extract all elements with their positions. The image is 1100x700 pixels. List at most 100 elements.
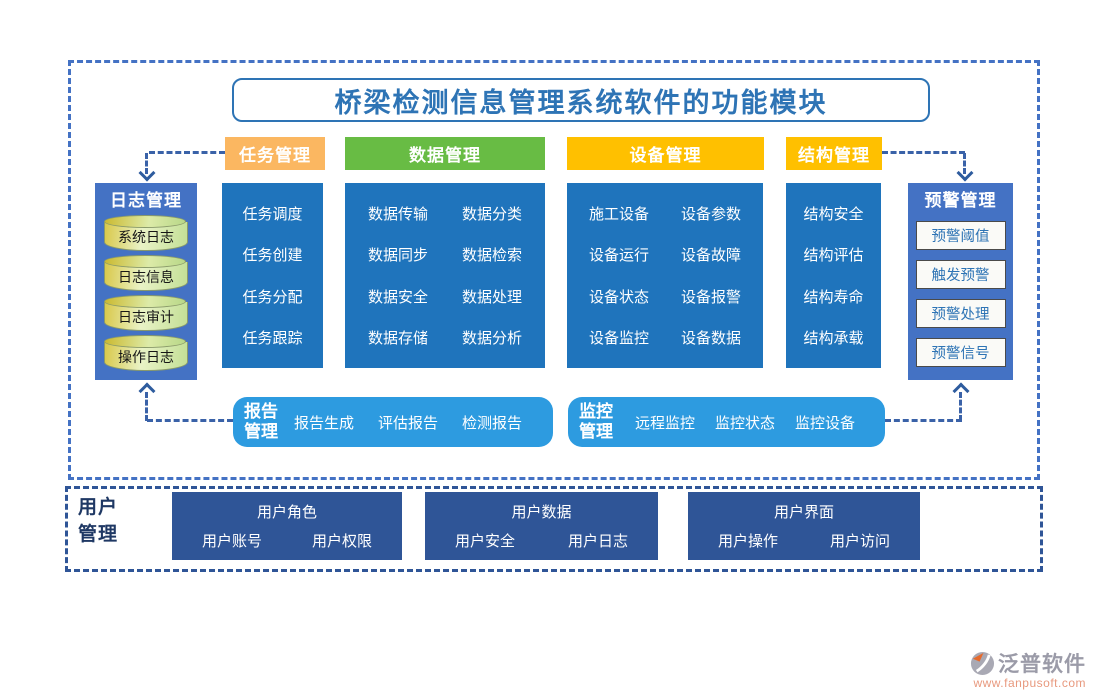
report-bar-label-line2: 管理 xyxy=(244,422,278,441)
module-row: 设备状态 设备报警 xyxy=(567,286,763,307)
module-item: 结构寿命 xyxy=(803,288,864,306)
alert-panel-title: 预警管理 xyxy=(924,191,997,210)
module-item: 结构承载 xyxy=(803,329,864,347)
diagram-title: 桥梁检测信息管理系统软件的功能模块 xyxy=(232,78,930,122)
user-role-box: 用户角色 用户账号 用户权限 xyxy=(172,492,402,560)
connector-monitor-to-alert-rise xyxy=(959,392,962,421)
database-cylinder-icon: 日志审计 xyxy=(104,295,188,331)
module-row: 数据传输 数据分类 xyxy=(345,203,545,224)
vendor-logo: 泛普软件 www.fanpusoft.com xyxy=(970,648,1086,690)
alert-management-panel: 预警管理 预警阈值 触发预警 预警处理 预警信号 xyxy=(908,183,1013,380)
header-data-management: 数据管理 xyxy=(345,137,545,170)
module-item: 任务分配 xyxy=(242,288,303,306)
log-item: 日志审计 xyxy=(118,309,174,325)
module-item: 任务跟踪 xyxy=(242,329,303,347)
database-cylinder-icon: 日志信息 xyxy=(104,255,188,291)
module-item: 监控状态 xyxy=(715,414,776,432)
module-item: 评估报告 xyxy=(378,414,439,432)
structure-management-box: 结构安全 结构评估 结构寿命 结构承载 xyxy=(786,183,881,368)
monitor-management-bar: 监控 管理 远程监控 监控状态 监控设备 xyxy=(568,397,885,447)
modules-dashed-frame xyxy=(68,60,1040,480)
fanpu-logo-icon xyxy=(970,651,995,675)
connector-report-to-log xyxy=(147,419,233,422)
module-row: 数据存储 数据分析 xyxy=(345,327,545,348)
monitor-bar-label: 监控 管理 xyxy=(568,402,625,443)
vendor-name: 泛普软件 xyxy=(998,653,1086,676)
alert-item: 触发预警 xyxy=(915,260,1006,289)
module-item: 数据存储 xyxy=(367,329,428,347)
log-item: 系统日志 xyxy=(118,229,174,245)
module-row: 设备运行 设备故障 xyxy=(567,244,763,265)
connector-monitor-to-alert xyxy=(885,419,962,422)
module-item: 数据分类 xyxy=(461,206,522,224)
user-section-dashed-frame xyxy=(65,486,1043,572)
module-item: 用户账号 xyxy=(202,533,263,551)
module-item: 监控设备 xyxy=(795,414,856,432)
user-interface-box: 用户界面 用户操作 用户访问 xyxy=(688,492,920,560)
alert-item: 预警处理 xyxy=(915,299,1006,328)
module-item: 用户权限 xyxy=(311,533,372,551)
module-item: 数据处理 xyxy=(461,288,522,306)
module-item: 设备故障 xyxy=(680,247,741,265)
user-section-label-line1: 用户 xyxy=(78,497,119,518)
database-cylinder-icon: 系统日志 xyxy=(104,215,188,251)
module-item: 报告生成 xyxy=(294,414,355,432)
user-group-items: 用户账号 用户权限 xyxy=(172,530,402,551)
module-row: 数据安全 数据处理 xyxy=(345,286,545,307)
module-item: 用户访问 xyxy=(829,533,890,551)
task-management-box: 任务调度 任务创建 任务分配 任务跟踪 xyxy=(222,183,323,368)
module-item: 数据分析 xyxy=(461,329,522,347)
user-section-label-line2: 管理 xyxy=(78,523,119,545)
monitor-bar-label-line1: 监控 xyxy=(579,401,613,421)
monitor-bar-label-line2: 管理 xyxy=(579,422,613,441)
module-item: 远程监控 xyxy=(635,414,696,432)
report-bar-label: 报告 管理 xyxy=(233,402,290,443)
module-item: 设备数据 xyxy=(680,329,741,347)
module-item: 数据同步 xyxy=(367,247,428,265)
module-item: 设备参数 xyxy=(680,206,741,224)
user-group-items: 用户安全 用户日志 xyxy=(425,530,658,551)
log-panel-title: 日志管理 xyxy=(110,191,182,210)
module-item: 设备报警 xyxy=(680,288,741,306)
database-cylinder-icon: 操作日志 xyxy=(104,335,188,371)
connector-structure-to-alert-drop xyxy=(963,153,966,174)
report-bar-label-line1: 报告 xyxy=(244,401,278,421)
module-item: 检测报告 xyxy=(462,414,523,432)
connector-structure-to-alert xyxy=(882,151,965,154)
user-data-box: 用户数据 用户安全 用户日志 xyxy=(425,492,658,560)
diagram-title-text: 桥梁检测信息管理系统软件的功能模块 xyxy=(334,87,828,118)
log-management-panel: 日志管理 系统日志 日志信息 日志审计 操作日志 xyxy=(95,183,197,380)
report-bar-items: 报告生成 评估报告 检测报告 xyxy=(290,412,522,433)
module-item: 用户操作 xyxy=(718,533,779,551)
module-item: 设备运行 xyxy=(588,247,649,265)
data-management-box: 数据传输 数据分类 数据同步 数据检索 数据安全 数据处理 数据存储 数据分析 xyxy=(345,183,545,368)
monitor-bar-items: 远程监控 监控状态 监控设备 xyxy=(625,412,855,433)
user-section-label: 用户 管理 xyxy=(78,495,118,548)
module-item: 任务调度 xyxy=(242,206,303,224)
connector-task-to-log xyxy=(149,151,225,154)
vendor-logo-row: 泛普软件 xyxy=(970,648,1086,678)
module-item: 设备监控 xyxy=(588,329,649,347)
user-group-title: 用户数据 xyxy=(511,503,572,521)
header-task-management: 任务管理 xyxy=(225,137,325,170)
module-item: 任务创建 xyxy=(242,247,303,265)
module-item: 数据检索 xyxy=(461,247,522,265)
user-group-title: 用户界面 xyxy=(773,503,834,521)
module-item: 数据安全 xyxy=(367,288,428,306)
connector-report-to-log-rise xyxy=(145,392,148,421)
module-item: 设备状态 xyxy=(588,288,649,306)
module-row: 设备监控 设备数据 xyxy=(567,327,763,348)
user-group-title: 用户角色 xyxy=(256,503,317,521)
connector-task-to-log-drop xyxy=(145,153,148,174)
log-item: 操作日志 xyxy=(118,349,174,365)
module-row: 施工设备 设备参数 xyxy=(567,203,763,224)
module-item: 施工设备 xyxy=(588,206,649,224)
header-device-management: 设备管理 xyxy=(567,137,764,170)
vendor-url: www.fanpusoft.com xyxy=(973,676,1086,690)
user-group-items: 用户操作 用户访问 xyxy=(688,530,920,551)
header-structure-management: 结构管理 xyxy=(786,137,882,170)
module-item: 数据传输 xyxy=(367,206,428,224)
alert-item: 预警阈值 xyxy=(915,221,1006,250)
alert-item: 预警信号 xyxy=(915,338,1006,367)
